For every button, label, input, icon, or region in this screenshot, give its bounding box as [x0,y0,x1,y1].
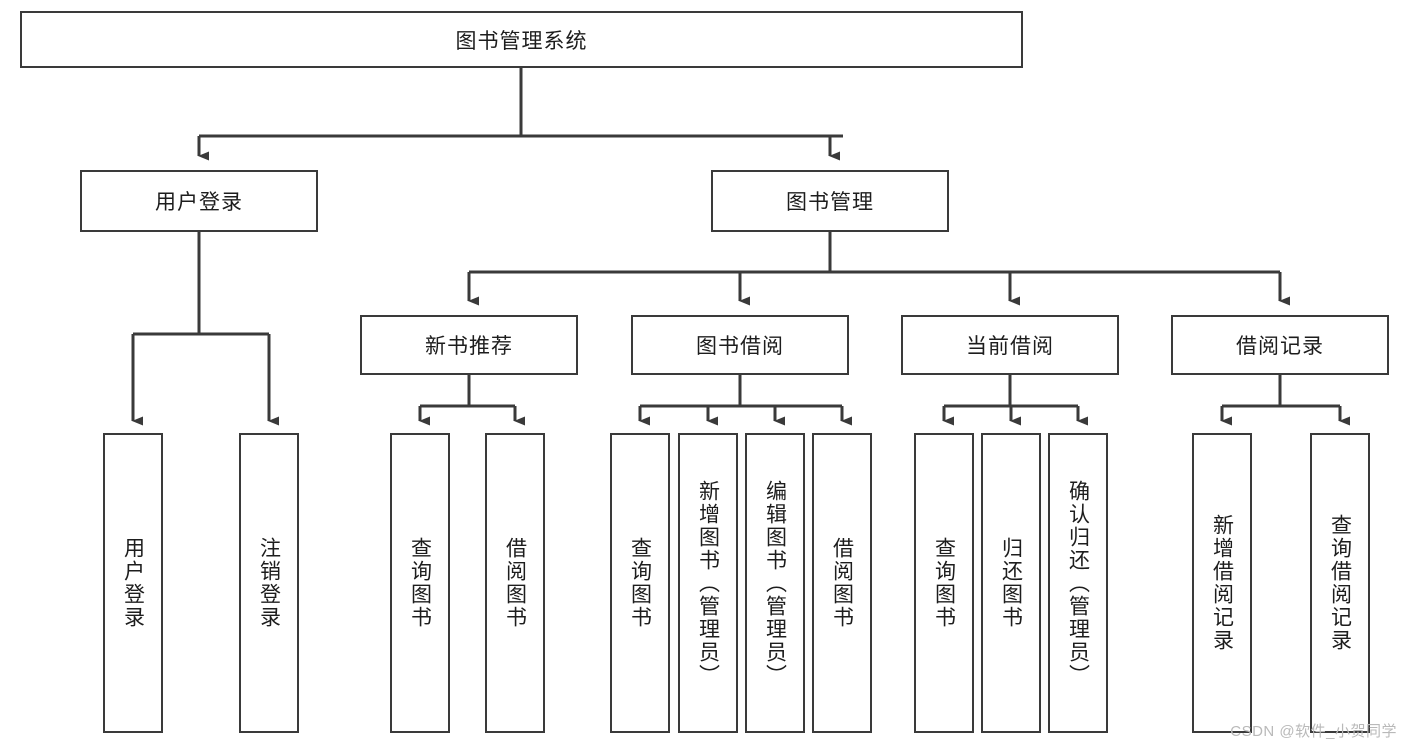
leaf-user-login-label: 用户登录 [121,537,145,629]
leaf-add-borrow-record-label: 新增借阅记录 [1210,514,1234,652]
leaf-edit-book-admin[interactable]: 编辑图书（管理员） [745,433,805,733]
leaf-add-borrow-record[interactable]: 新增借阅记录 [1192,433,1252,733]
leaf-borrow-book-label: 借阅图书 [830,537,854,629]
leaf-confirm-return-admin-label: 确认归还（管理员） [1066,479,1090,687]
node-book-management-label: 图书管理 [786,191,874,214]
leaf-query-book-borrow-label: 查询图书 [628,537,652,629]
node-root-label: 图书管理系统 [455,29,588,53]
leaf-confirm-return-admin[interactable]: 确认归还（管理员） [1048,433,1108,733]
leaf-query-borrow-record[interactable]: 查询借阅记录 [1310,433,1370,733]
node-new-book-recommend[interactable]: 新书推荐 [360,315,578,375]
leaf-borrow-book-rec-label: 借阅图书 [503,537,527,629]
node-root[interactable]: 图书管理系统 [20,11,1023,68]
node-user-login-label: 用户登录 [155,191,243,214]
leaf-query-book-current-label: 查询图书 [932,537,956,629]
node-user-login[interactable]: 用户登录 [80,170,318,232]
csdn-watermark: CSDN @软件_小贺同学 [1230,723,1397,740]
leaf-edit-book-admin-label: 编辑图书（管理员） [763,479,787,687]
leaf-add-book-admin-label: 新增图书（管理员） [696,479,720,687]
leaf-user-login[interactable]: 用户登录 [103,433,163,733]
leaf-borrow-book-rec[interactable]: 借阅图书 [485,433,545,733]
node-borrow-record-label: 借阅记录 [1236,335,1324,358]
leaf-query-borrow-record-label: 查询借阅记录 [1328,514,1352,652]
node-book-borrow[interactable]: 图书借阅 [631,315,849,375]
node-new-book-recommend-label: 新书推荐 [425,335,513,358]
leaf-logout-label: 注销登录 [257,537,281,629]
leaf-query-book-current[interactable]: 查询图书 [914,433,974,733]
leaf-return-book-label: 归还图书 [999,537,1023,629]
node-book-borrow-label: 图书借阅 [696,335,784,358]
leaf-add-book-admin[interactable]: 新增图书（管理员） [678,433,738,733]
leaf-return-book[interactable]: 归还图书 [981,433,1041,733]
leaf-query-book-borrow[interactable]: 查询图书 [610,433,670,733]
node-borrow-record[interactable]: 借阅记录 [1171,315,1389,375]
node-book-management[interactable]: 图书管理 [711,170,949,232]
node-current-borrow-label: 当前借阅 [966,335,1054,358]
leaf-query-book-rec[interactable]: 查询图书 [390,433,450,733]
node-current-borrow[interactable]: 当前借阅 [901,315,1119,375]
leaf-query-book-rec-label: 查询图书 [408,537,432,629]
leaf-logout[interactable]: 注销登录 [239,433,299,733]
leaf-borrow-book[interactable]: 借阅图书 [812,433,872,733]
